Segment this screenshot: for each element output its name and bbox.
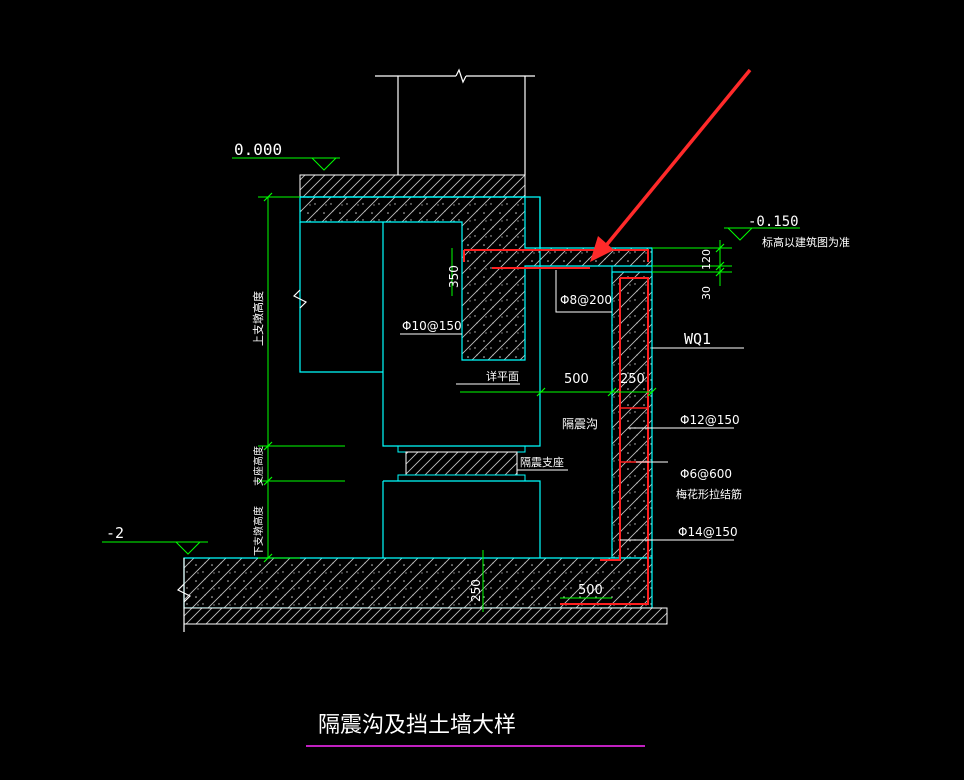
floor-slab — [299, 196, 653, 361]
elevation-bottom-label: -2 — [106, 524, 124, 542]
dim-120-label: 120 — [700, 249, 713, 270]
dim-250-top-label: 250 — [620, 372, 645, 387]
upper-column-height-label: 上支墩高度 — [251, 291, 265, 346]
bearing-top-plate — [397, 445, 526, 453]
elevation-slab-marker — [724, 227, 800, 241]
lattice-tie-label: 梅花形拉结筋 — [676, 487, 742, 501]
bearing-body — [405, 451, 518, 476]
slab-rebar-top — [464, 249, 649, 262]
dim-trench-ticks — [536, 387, 657, 397]
leader-r2 — [555, 270, 612, 313]
rebar-r1-label: Φ10@150 — [402, 319, 462, 333]
elevation-top-marker — [232, 157, 340, 171]
break-mark-bottom — [176, 583, 192, 603]
cushion-layer — [183, 607, 668, 625]
elevation-bottom-marker — [102, 541, 208, 555]
wall-label: WQ1 — [684, 330, 711, 348]
retaining-wall — [611, 271, 653, 559]
dim-250-bottom-label: 250 — [469, 579, 483, 602]
top-slab-hatch — [299, 174, 526, 198]
dim-120-ticks — [715, 243, 725, 277]
red-arrow-annotation — [590, 68, 752, 262]
dim-350-label: 350 — [447, 265, 461, 288]
break-mark-top — [455, 68, 467, 84]
detail-plan-label: 详平面 — [486, 369, 519, 383]
upper-column-outline — [375, 75, 535, 175]
lower-support-column — [382, 480, 541, 558]
elevation-slab-note: 标高以建筑图为准 — [762, 235, 850, 249]
rebar-r2-label: Φ8@200 — [560, 293, 612, 307]
break-mark-left — [292, 289, 308, 309]
bearing-label: 隔震支座 — [520, 455, 564, 469]
elevation-slab-label: -0.150 — [748, 214, 799, 230]
slab-edge — [300, 196, 541, 248]
dim-500-bottom-label: 500 — [578, 583, 603, 598]
lower-column-height-label: 下支墩高度 — [252, 506, 265, 556]
drawing-title: 隔震沟及挡土墙大样 — [318, 713, 516, 738]
bearing-bottom-plate — [397, 474, 526, 482]
rebar-r5-label: Φ14@150 — [678, 525, 738, 539]
bearing-height-label: 支座高度 — [252, 446, 265, 486]
dim-500-top-label: 500 — [564, 372, 589, 387]
wall-rebar-outer — [560, 277, 649, 605]
trench-label: 隔震沟 — [562, 417, 598, 431]
wall-rebar-inner — [600, 278, 621, 561]
elevation-top-label: 0.000 — [234, 140, 282, 159]
dim-ticks-left — [263, 192, 273, 563]
dim-30-label: 30 — [700, 286, 713, 300]
rebar-r3-label: Φ12@150 — [680, 413, 740, 427]
rebar-r4-label: Φ6@600 — [680, 467, 732, 481]
wall-cap — [611, 265, 653, 273]
